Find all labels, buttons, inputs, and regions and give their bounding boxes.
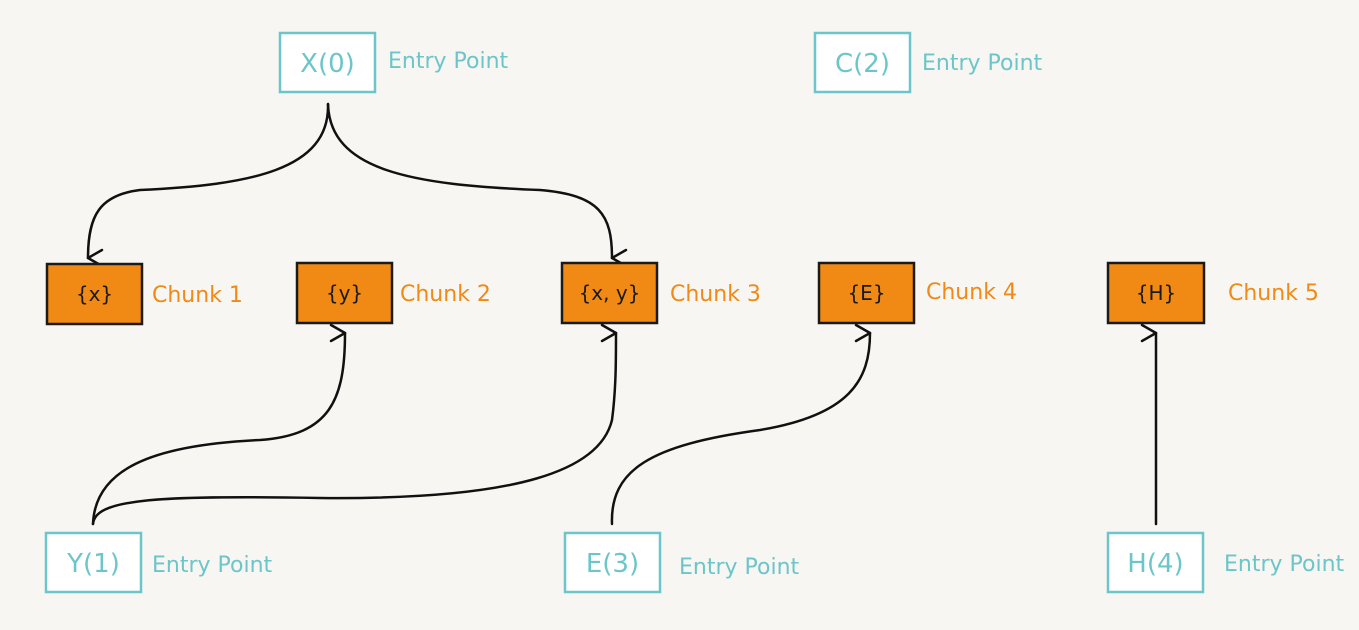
edges [86,102,1158,526]
chunk-2-label: Chunk 2 [400,282,491,307]
entry-point-c-label: C(2) [835,49,890,79]
entry-point-h-label: H(4) [1127,549,1183,579]
entry-point-c: C(2) Entry Point [813,31,1043,94]
entry-point-e: E(3) Entry Point [563,531,800,594]
entry-point-y-caption: Entry Point [152,553,273,578]
chunk-3-label: Chunk 3 [670,282,761,307]
edge-x-to-chunk1 [86,102,330,268]
entry-point-y-label: Y(1) [66,549,120,579]
entry-point-y: Y(1) Entry Point [44,531,273,594]
chunks: {x} Chunk 1 {y} Chunk 2 {x, y} Chunk 3 {… [45,261,1319,326]
edge-y-to-chunk2 [91,323,347,526]
chunk-2-content: {y} [326,281,363,305]
entry-point-e-caption: Entry Point [679,555,800,580]
entry-point-x-label: X(0) [300,49,355,79]
chunk-5-label: Chunk 5 [1228,281,1319,306]
edge-e-to-chunk4 [610,323,872,526]
chunk-1: {x} Chunk 1 [45,262,243,326]
chunk-5-content: {H} [1136,281,1177,305]
edge-y-to-chunk3 [91,323,618,526]
edge-x-to-chunk3 [326,102,628,268]
entry-point-x: X(0) Entry Point [278,31,509,94]
entry-point-e-label: E(3) [586,549,639,579]
entry-point-x-caption: Entry Point [388,49,509,74]
chunk-4-content: {E} [847,281,885,305]
chunk-1-label: Chunk 1 [152,283,243,308]
chunk-3: {x, y} Chunk 3 [560,261,761,325]
chunk-4-label: Chunk 4 [926,280,1017,305]
entry-point-h-caption: Entry Point [1224,552,1345,577]
chunk-1-content: {x} [76,282,113,306]
chunk-2: {y} Chunk 2 [295,261,491,325]
chunk-4: {E} Chunk 4 [817,261,1017,325]
chunk-3-content: {x, y} [579,281,641,305]
chunk-5: {H} Chunk 5 [1106,261,1319,325]
entry-points: X(0) Entry Point C(2) Entry Point Y(1) E… [44,31,1345,594]
entry-point-h: H(4) Entry Point [1106,531,1345,594]
entry-point-c-caption: Entry Point [922,51,1043,76]
